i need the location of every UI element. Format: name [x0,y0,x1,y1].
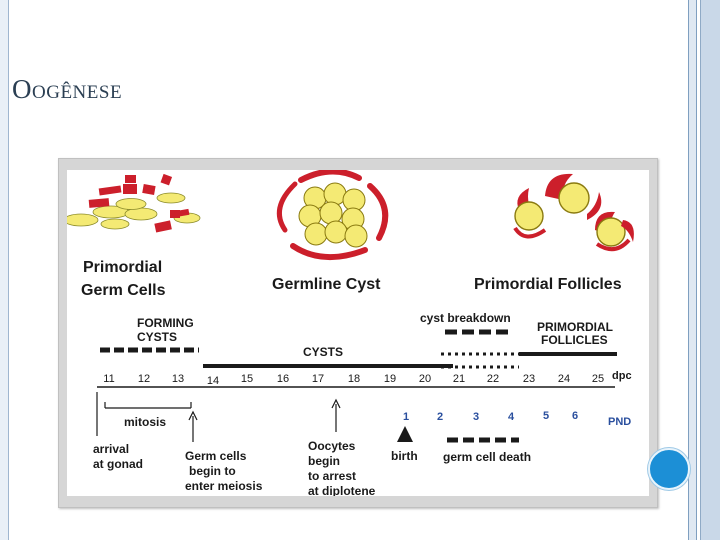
primordial-follicles-illustration [513,173,634,252]
event-label-arrival-line2: at gonad [93,457,143,471]
phase-label-forming-cysts-line1: FORMING [137,316,194,330]
event-label-germ-cells-line2: begin to [189,464,236,478]
slide-nav-circle-button[interactable] [648,448,690,490]
phase-label-forming-cysts-line2: CYSTS [137,330,177,344]
event-label-oocytes-line4: at diplotene [308,484,376,496]
phase-label-primordial-follicles-line1: PRIMORDIAL [537,320,613,334]
oocytes-arrow-head [331,398,341,409]
stage-label-primordial-follicles: Primordial Follicles [474,276,622,293]
dpc-tick-16: 16 [277,373,289,385]
dpc-tick-14: 14 [207,375,219,387]
stage-label-germline-cyst: Germline Cyst [272,276,381,293]
dpc-tick-24: 24 [558,373,570,385]
pnd-tick-3: 3 [473,411,479,423]
primordial-germ-cells-illustration [67,173,201,233]
phase-label-primordial-follicles-line2: FOLLICLES [541,333,608,347]
pnd-tick-6: 6 [572,410,578,422]
pnd-tick-2: 2 [437,411,443,423]
dpc-tick-22: 22 [487,373,499,385]
event-label-oocytes-line1: Oocytes [308,439,356,453]
dpc-tick-11: 11 [103,373,114,385]
phase-label-cyst-breakdown: cyst breakdown [420,311,511,325]
dpc-tick-12: 12 [138,373,150,385]
birth-triangle-marker [397,426,413,442]
meiosis-arrow-head [188,410,198,421]
stage-label-germ-cells: Germ Cells [81,282,166,299]
germline-cyst-illustration [276,170,389,261]
pnd-tick-4: 4 [508,411,515,423]
slide-title: Oogênese [12,74,123,104]
stage-label-primordial: Primordial [83,259,162,276]
event-label-oocytes-line2: begin [308,454,340,468]
dpc-tick-15: 15 [241,373,253,385]
oogenesis-timeline-diagram: Primordial Germ Cells Germline Cyst Prim… [67,170,634,496]
dpc-tick-21: 21 [453,373,465,385]
event-label-germ-cells-line3: enter meiosis [185,479,263,493]
right-frame-border [688,0,697,540]
pnd-axis-label: PND [608,416,631,428]
dpc-tick-20: 20 [419,373,431,385]
dpc-tick-19: 19 [384,373,396,385]
right-frame-panel [700,0,720,540]
dpc-tick-17: 17 [312,373,324,385]
event-label-germ-cells-line1: Germ cells [185,449,247,463]
event-label-mitosis: mitosis [124,415,166,429]
pnd-tick-1: 1 [403,411,409,423]
dpc-tick-13: 13 [172,373,184,385]
pnd-tick-5: 5 [543,410,549,422]
dpc-tick-25: 25 [592,373,604,385]
dpc-axis-label: dpc [612,370,632,382]
event-label-birth: birth [391,449,418,463]
dpc-tick-23: 23 [523,373,535,385]
event-label-arrival-line1: arrival [93,442,129,456]
event-label-oocytes-line3: to arrest [308,469,356,483]
phase-label-cysts: CYSTS [303,345,343,359]
left-frame-border [0,0,9,540]
diagram-panel: Primordial Germ Cells Germline Cyst Prim… [67,170,649,496]
event-label-germ-cell-death: germ cell death [443,450,531,464]
dpc-tick-18: 18 [348,373,360,385]
